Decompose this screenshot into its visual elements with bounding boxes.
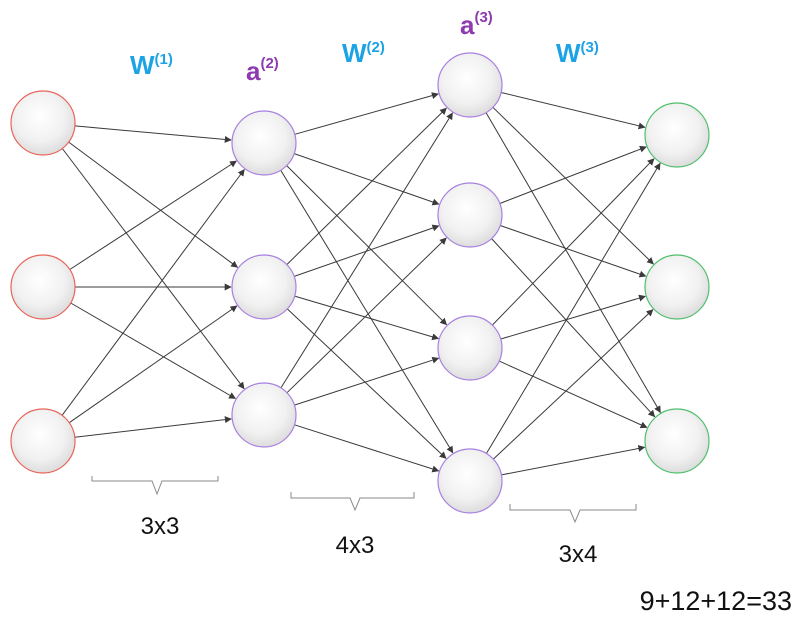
hidden-1-neuron-3 bbox=[231, 382, 297, 448]
edge-l3-n3-to-l4-n2 bbox=[500, 294, 646, 340]
edge-l2-n3-to-l3-n2 bbox=[286, 237, 447, 394]
connections bbox=[61, 92, 661, 476]
edge-l2-n2-to-l3-n4 bbox=[286, 308, 447, 459]
a3-sup: (3) bbox=[474, 9, 492, 26]
w3-base: W bbox=[556, 38, 581, 68]
w2-base: W bbox=[342, 38, 367, 68]
total-parameters: 9+12+12=33 bbox=[640, 586, 792, 616]
edge-l3-n2-to-l4-n1 bbox=[499, 145, 647, 204]
edge-l1-n1-to-l2-n3 bbox=[61, 148, 245, 390]
edge-l2-n1-to-l3-n2 bbox=[294, 153, 440, 206]
input-neuron-3 bbox=[10, 408, 76, 474]
edge-l1-n3-to-l2-n2 bbox=[69, 305, 238, 424]
w2-sup: (2) bbox=[367, 39, 385, 56]
edge-l3-n1-to-l4-n3 bbox=[485, 112, 661, 414]
hidden-1-neuron-2 bbox=[231, 254, 297, 320]
input-neuron-2 bbox=[10, 254, 76, 320]
a3-base: a bbox=[460, 10, 475, 40]
a2-label: a(2) bbox=[246, 55, 279, 86]
edge-l2-n2-to-l3-n1 bbox=[286, 107, 447, 265]
edge-l3-n2-to-l4-n3 bbox=[491, 238, 656, 418]
neurons bbox=[10, 52, 710, 514]
output-neuron-1 bbox=[644, 102, 710, 168]
brace-w2 bbox=[290, 492, 415, 512]
w1-sup: (1) bbox=[155, 51, 173, 68]
output-neuron-3 bbox=[644, 408, 710, 474]
edge-l1-n1-to-l2-n2 bbox=[68, 141, 239, 268]
hidden-2-neuron-3 bbox=[437, 315, 503, 381]
edge-l2-n3-to-l3-n3 bbox=[294, 356, 440, 406]
a3-label: a(3) bbox=[460, 9, 493, 40]
hidden-1-neuron-1 bbox=[231, 110, 297, 176]
w1-base: W bbox=[130, 50, 155, 80]
edge-l3-n4-to-l4-n2 bbox=[492, 309, 654, 460]
edge-l3-n3-to-l4-n3 bbox=[498, 360, 648, 429]
w3-sup: (3) bbox=[581, 39, 599, 56]
input-neuron-1 bbox=[10, 90, 76, 156]
a2-sup: (2) bbox=[260, 55, 278, 72]
edge-l2-n3-to-l3-n1 bbox=[280, 112, 453, 389]
edge-l3-n3-to-l4-n1 bbox=[491, 158, 655, 326]
edge-l2-n3-to-l3-n4 bbox=[294, 424, 440, 473]
edge-l2-n1-to-l3-n4 bbox=[280, 170, 454, 454]
brace-w1 bbox=[91, 476, 219, 496]
edge-l3-n1-to-l4-n1 bbox=[500, 92, 646, 130]
w2-label: W(2) bbox=[342, 38, 385, 68]
w3-label: W(3) bbox=[556, 38, 599, 68]
edge-l3-n4-to-l4-n1 bbox=[485, 162, 661, 454]
edge-l1-n3-to-l2-n3 bbox=[74, 416, 232, 438]
edge-l3-n1-to-l4-n2 bbox=[492, 106, 654, 265]
dim-w2: 4x3 bbox=[336, 532, 375, 559]
edge-l1-n2-to-l2-n3 bbox=[70, 302, 237, 399]
edge-l1-n2-to-l2-n1 bbox=[69, 160, 237, 270]
edge-l2-n1-to-l3-n1 bbox=[294, 92, 439, 135]
edge-l2-n2-to-l3-n3 bbox=[294, 295, 440, 341]
edge-l1-n1-to-l2-n1 bbox=[74, 125, 232, 143]
hidden-2-neuron-1 bbox=[437, 52, 503, 118]
output-neuron-2 bbox=[644, 254, 710, 320]
hidden-2-neuron-4 bbox=[437, 448, 503, 514]
hidden-2-neuron-2 bbox=[437, 182, 503, 248]
dim-w1: 3x3 bbox=[141, 513, 180, 540]
a2-base: a bbox=[246, 56, 261, 86]
edge-l3-n2-to-l4-n2 bbox=[500, 225, 647, 278]
w1-label: W(1) bbox=[130, 50, 173, 80]
dim-w3: 3x4 bbox=[559, 541, 598, 568]
edge-l3-n4-to-l4-n3 bbox=[501, 445, 646, 476]
edge-l2-n1-to-l3-n3 bbox=[286, 165, 448, 326]
brace-w3 bbox=[509, 504, 637, 524]
edge-l1-n3-to-l2-n1 bbox=[61, 168, 245, 416]
